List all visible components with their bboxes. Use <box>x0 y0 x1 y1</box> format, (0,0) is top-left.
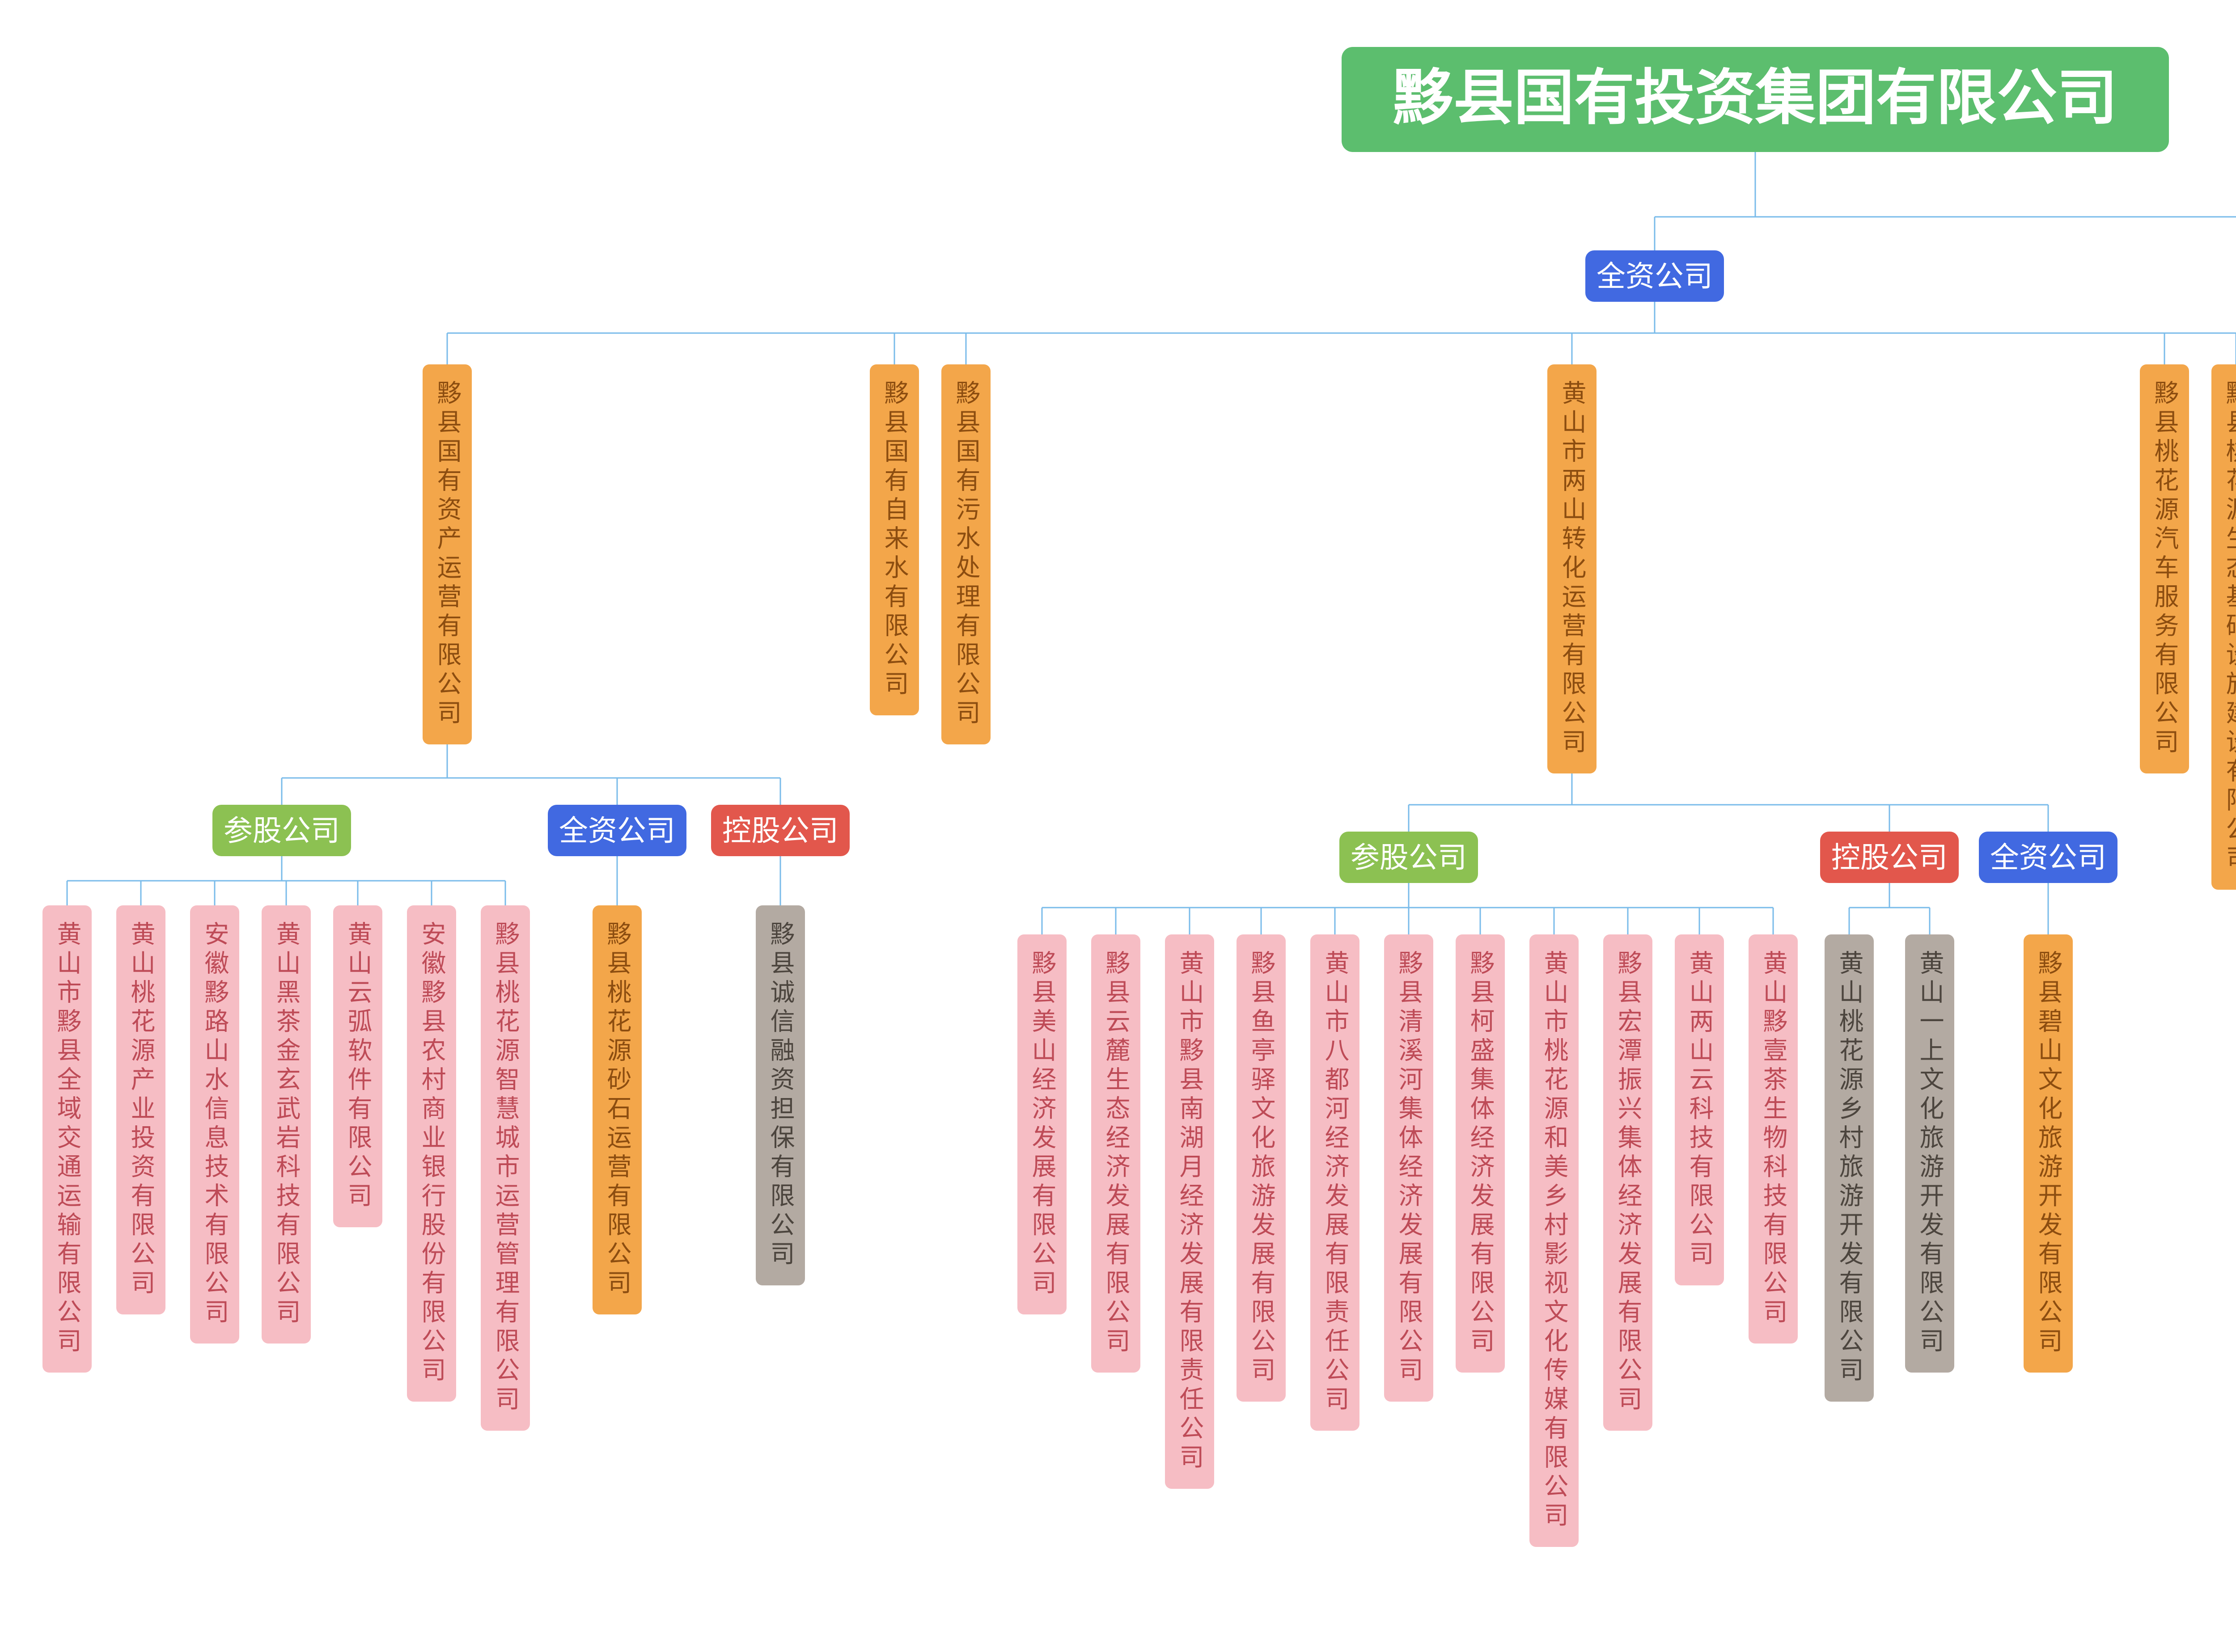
badge-liangshan-equity: 参股公司 <box>1339 832 1478 883</box>
subsidiary-node: 黟县云麓生态经济发展有限公司 <box>1091 934 1140 1373</box>
subsidiary-node: 黟县碧山文化旅游开发有限公司 <box>2024 934 2073 1373</box>
company-auto-service: 黟县桃花源汽车服务有限公司 <box>2140 364 2189 773</box>
company-tap-water: 黟县国有自来水有限公司 <box>870 364 919 715</box>
subsidiary-node: 黄山黟壹茶生物科技有限公司 <box>1749 934 1798 1344</box>
subsidiary-node: 黄山一上文化旅游开发有限公司 <box>1905 934 1954 1373</box>
badge-asset-holding: 控股公司 <box>711 805 850 856</box>
badge-asset-wholly: 全资公司 <box>548 805 686 856</box>
badge-asset-equity: 参股公司 <box>212 805 351 856</box>
subsidiary-node: 黄山市黟县南湖月经济发展有限责任公司 <box>1165 934 1214 1489</box>
subsidiary-node: 黄山市黟县全域交通运输有限公司 <box>42 905 92 1373</box>
company-eco-infrastructure: 黟县桃花源生态基础设施建设有限公司 <box>2211 364 2236 890</box>
subsidiary-node: 黄山市八都河经济发展有限责任公司 <box>1310 934 1359 1431</box>
subsidiary-node: 黄山云弧软件有限公司 <box>333 905 382 1227</box>
root-company-node: 黟县国有投资集团有限公司 <box>1342 47 2169 152</box>
subsidiary-node: 黟县宏潭振兴集体经济发展有限公司 <box>1603 934 1652 1431</box>
company-liangshan: 黄山市两山转化运营有限公司 <box>1547 364 1597 773</box>
subsidiary-node: 黟县美山经济发展有限公司 <box>1017 934 1067 1314</box>
subsidiary-node: 黄山黑茶金玄武岩科技有限公司 <box>262 905 311 1344</box>
subsidiary-node: 黟县清溪河集体经济发展有限公司 <box>1384 934 1433 1402</box>
badge-wholly-owned-top: 全资公司 <box>1585 250 1724 302</box>
subsidiary-node: 黟县诚信融资担保有限公司 <box>756 905 805 1285</box>
badge-liangshan-holding: 控股公司 <box>1820 832 1959 883</box>
company-sewage-treatment: 黟县国有污水处理有限公司 <box>941 364 991 744</box>
subsidiary-node: 黟县鱼亭驿文化旅游发展有限公司 <box>1237 934 1286 1402</box>
company-asset-operation: 黟县国有资产运营有限公司 <box>423 364 472 744</box>
subsidiary-node: 安徽黟县农村商业银行股份有限公司 <box>407 905 456 1402</box>
subsidiary-node: 黄山市桃花源和美乡村影视文化传媒有限公司 <box>1529 934 1579 1547</box>
subsidiary-node: 黟县桃花源智慧城市运营管理有限公司 <box>481 905 530 1431</box>
subsidiary-node: 黟县桃花源砂石运营有限公司 <box>593 905 642 1314</box>
subsidiary-node: 安徽黟路山水信息技术有限公司 <box>190 905 239 1344</box>
badge-liangshan-wholly: 全资公司 <box>1979 832 2117 883</box>
subsidiary-node: 黟县柯盛集体经济发展有限公司 <box>1456 934 1505 1373</box>
subsidiary-node: 黄山桃花源产业投资有限公司 <box>116 905 165 1314</box>
subsidiary-node: 黄山桃花源乡村旅游开发有限公司 <box>1825 934 1874 1402</box>
subsidiary-node: 黄山两山云科技有限公司 <box>1675 934 1724 1285</box>
